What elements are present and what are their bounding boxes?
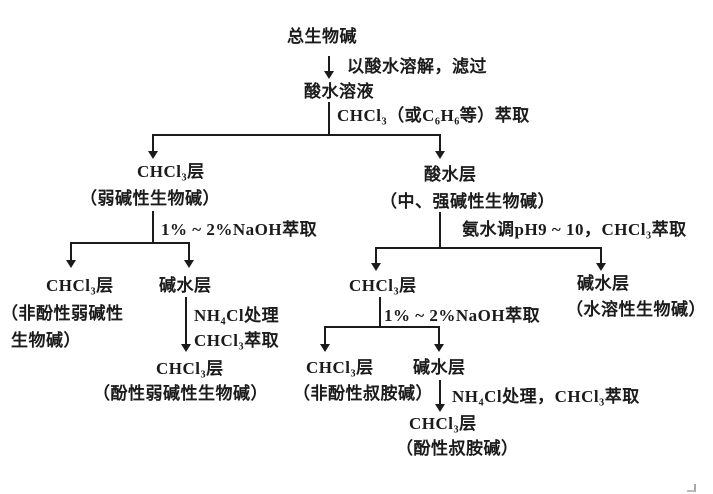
- node-alkali-layer-water-soluble: 碱水层: [577, 274, 630, 293]
- note-nonphenolic-weak-base-line2: 生物碱）: [11, 331, 81, 350]
- connector-right-ammonia-stem: [439, 212, 441, 248]
- connector-to-left-alkali-arrow: [184, 242, 194, 268]
- node-acid-layer: 酸水层: [424, 165, 477, 184]
- note-phenolic-weak-base-alkaloids: （酚性弱碱性生物碱）: [93, 384, 268, 403]
- note-water-soluble-alkaloids: （水溶性生物碱）: [566, 300, 706, 319]
- note-medium-strong-base-alkaloids: （中、强碱性生物碱）: [380, 192, 555, 211]
- connector-to-water-alkali-arrow: [596, 247, 606, 271]
- node-chcl3-layer-right: CHCl₃层: [349, 276, 417, 295]
- label-dissolve-filter: 以酸水溶解，滤过: [347, 57, 487, 76]
- label-naoh-extract-left: 1% ~ 2%NaOH萃取: [161, 220, 318, 239]
- connector-to-acid-layer-arrow: [435, 134, 445, 159]
- label-nh4cl-treat-line1: NH₄Cl处理: [194, 306, 280, 325]
- node-chcl3-layer-nonphenolic: CHCl₃层: [46, 276, 114, 295]
- connector-left-split: [70, 242, 190, 244]
- connector-nh4cl-treat-arrow: [181, 297, 191, 352]
- label-chcl3-benzene-extract: CHCl₃（或C₆H₆等）萃取: [337, 106, 530, 125]
- connector-right-naoh-stem: [379, 297, 381, 327]
- label-nh4cl-chcl3-extract: NH₄Cl处理，CHCl₃萃取: [452, 387, 640, 406]
- connector-to-left-chcl3-arrow: [66, 242, 76, 268]
- connector-to-chcl3-layer-arrow: [148, 134, 158, 159]
- connector-nh4cl-chcl3-arrow: [435, 380, 445, 412]
- label-ammonia-ph-chcl3-extract: 氨水调pH9 ~ 10，CHCl₃萃取: [462, 220, 687, 239]
- connector-to-sub-chcl3-arrow: [320, 326, 330, 352]
- connector-first-split: [152, 134, 440, 136]
- node-chcl3-layer-nonphenolic-tertiary: CHCl₃层: [306, 358, 374, 377]
- node-chcl3-layer-phenolic-tertiary: CHCl₃层: [409, 414, 477, 433]
- connector-to-right-chcl3-arrow: [371, 247, 381, 271]
- note-nonphenolic-tertiary-amine: （非酚性叔胺碱）: [293, 384, 433, 403]
- connector-right-sub-split: [324, 326, 440, 328]
- node-chcl3-layer-weak-base: CHCl₃层: [137, 162, 205, 181]
- connector-right-split: [375, 247, 602, 249]
- scan-artifact: [687, 484, 696, 492]
- note-weak-base-alkaloids: （弱碱性生物碱）: [80, 189, 220, 208]
- label-naoh-extract-right: 1% ~ 2%NaOH萃取: [384, 306, 541, 325]
- connector-left-naoh-stem: [152, 211, 154, 243]
- node-total-alkaloids: 总生物碱: [287, 27, 357, 46]
- node-chcl3-layer-phenolic-weak: CHCl₃层: [156, 359, 224, 378]
- node-alkali-layer-right-child: 碱水层: [413, 358, 466, 377]
- connector-root-to-acid-solution-arrow: [324, 56, 334, 79]
- node-alkali-layer-left: 碱水层: [159, 276, 212, 295]
- label-nh4cl-treat-line2: CHCl₃萃取: [194, 331, 280, 350]
- connector-to-sub-alkali-arrow: [434, 326, 444, 352]
- note-nonphenolic-weak-base-line1: （非酚性弱碱性: [1, 304, 124, 323]
- connector-acid-solution-stem: [328, 102, 330, 135]
- note-phenolic-tertiary-amine: （酚性叔胺碱）: [396, 439, 519, 458]
- node-acid-solution: 酸水溶液: [304, 82, 374, 101]
